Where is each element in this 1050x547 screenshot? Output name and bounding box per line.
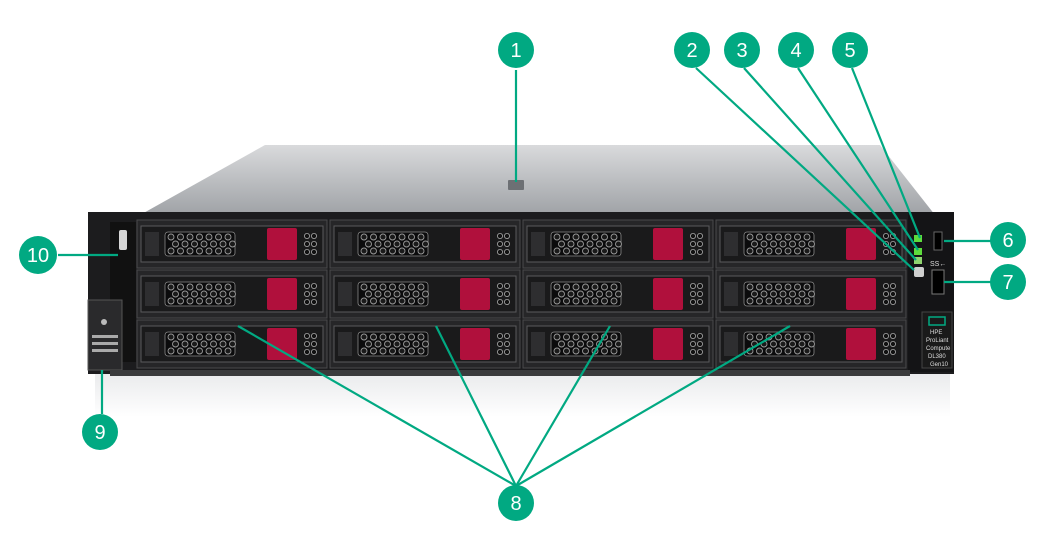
leader-8c <box>515 325 611 487</box>
callout-2-label: 2 <box>686 40 697 62</box>
drive-bay[interactable] <box>136 219 328 269</box>
drive-release-grip <box>690 232 704 255</box>
uid-button[interactable] <box>914 257 922 264</box>
drive-grille <box>357 331 429 357</box>
drive-latch[interactable] <box>267 328 297 360</box>
drive-latch[interactable] <box>460 278 490 310</box>
drive-bay[interactable] <box>136 269 328 319</box>
ilo-service-port[interactable] <box>933 231 943 251</box>
drive-latch[interactable] <box>846 228 876 260</box>
callout-9: 9 <box>82 414 118 450</box>
power-button[interactable] <box>914 267 924 277</box>
drive-bay[interactable] <box>522 319 714 369</box>
callout-5-label: 5 <box>844 40 855 62</box>
drive-grille <box>357 231 429 257</box>
drive-release-grip <box>496 332 510 355</box>
leader-8a <box>237 325 517 487</box>
drive-bay[interactable] <box>329 219 521 269</box>
badge-hpe: HPE <box>930 330 942 336</box>
drive-bay[interactable] <box>715 269 907 319</box>
usb-label: SS← <box>930 261 946 268</box>
drive-bay[interactable] <box>522 269 714 319</box>
callout-10-label: 10 <box>27 245 49 267</box>
drive-grille <box>550 281 622 307</box>
leader-8d <box>515 325 791 487</box>
drive-latch[interactable] <box>267 228 297 260</box>
callout-9-label: 9 <box>94 422 105 444</box>
chassis-top <box>140 145 935 215</box>
leader-4 <box>797 67 919 251</box>
callout-6: 6 <box>990 222 1026 258</box>
callout-1-label: 1 <box>510 40 521 62</box>
chassis-bottom-lip <box>110 370 910 376</box>
callout-5: 5 <box>832 32 868 68</box>
callout-1: 1 <box>498 32 534 68</box>
callout-8-label: 8 <box>510 493 521 515</box>
drive-latch[interactable] <box>460 228 490 260</box>
drive-bay[interactable] <box>329 319 521 369</box>
left-ear <box>87 222 136 371</box>
drive-latch[interactable] <box>846 328 876 360</box>
callout-8: 8 <box>498 485 534 521</box>
drive-release-grip <box>303 232 317 255</box>
leader-8b <box>435 325 517 487</box>
usb3-port[interactable] <box>931 269 945 295</box>
callout-3: 3 <box>724 32 760 68</box>
drive-release-grip <box>496 232 510 255</box>
callout-7: 7 <box>990 264 1026 300</box>
leader-3 <box>743 67 917 261</box>
drive-latch[interactable] <box>846 278 876 310</box>
drive-latch[interactable] <box>653 228 683 260</box>
drive-release-grip <box>690 282 704 305</box>
drive-release-grip <box>883 332 897 355</box>
nic-led <box>914 248 922 255</box>
leader-5 <box>850 67 922 239</box>
drive-bay[interactable] <box>329 269 521 319</box>
floor-reflection <box>95 372 950 417</box>
callout-10: 10 <box>19 236 57 274</box>
callout-4: 4 <box>778 32 814 68</box>
drive-release-grip <box>883 282 897 305</box>
drive-release-grip <box>303 332 317 355</box>
drive-bay-grid <box>110 219 910 376</box>
drive-latch[interactable] <box>267 278 297 310</box>
callout-4-label: 4 <box>790 40 801 62</box>
badge-gen: Gen10 <box>930 362 949 368</box>
callout-3-label: 3 <box>736 40 747 62</box>
drive-latch[interactable] <box>653 328 683 360</box>
leader-lines <box>58 67 992 487</box>
drive-grille <box>743 331 815 357</box>
drive-grille <box>164 231 236 257</box>
leader-2 <box>695 67 915 271</box>
drive-release-grip <box>496 282 510 305</box>
top-latch <box>508 180 524 190</box>
badge-compute: Compute <box>926 346 951 352</box>
drive-bay[interactable] <box>715 219 907 269</box>
drive-grille <box>164 281 236 307</box>
drive-grille <box>357 281 429 307</box>
right-ear: SS← HPE ProLiant Compute DL380 Gen10 <box>908 212 954 372</box>
badge-proliant: ProLiant <box>926 338 949 344</box>
drive-grille <box>743 281 815 307</box>
model-badge <box>921 311 953 369</box>
drive-grille <box>550 231 622 257</box>
drive-grille <box>743 231 815 257</box>
callout-6-label: 6 <box>1002 230 1013 252</box>
drive-latch[interactable] <box>653 278 683 310</box>
drive-release-grip <box>690 332 704 355</box>
badge-model: DL380 <box>928 354 946 360</box>
drive-grille <box>164 331 236 357</box>
callout-7-label: 7 <box>1002 272 1013 294</box>
drive-release-grip <box>303 282 317 305</box>
drive-latch[interactable] <box>460 328 490 360</box>
drive-bay[interactable] <box>522 219 714 269</box>
drive-grille <box>550 331 622 357</box>
drive-bay[interactable] <box>715 319 907 369</box>
health-led <box>914 235 922 242</box>
callout-2: 2 <box>674 32 710 68</box>
